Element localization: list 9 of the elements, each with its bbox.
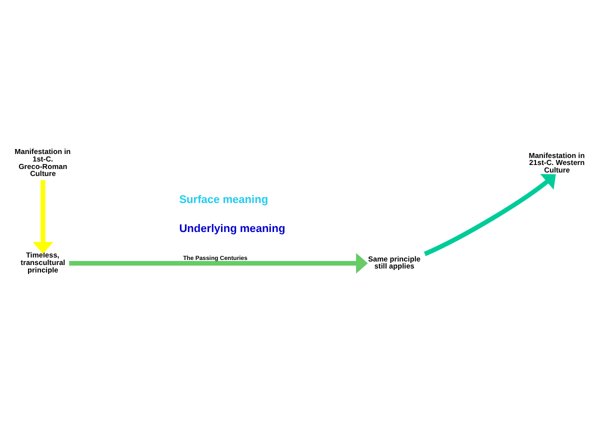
arrow (32, 180, 54, 254)
node-text: Manifestation in 1st-C. Greco-Roman Culture (14, 146, 71, 178)
node-text: Manifestation in 21st-C. Western Culture (528, 150, 585, 174)
node-text: Timeless, transcultural principle (20, 250, 66, 274)
label: Underlying meaning (179, 222, 286, 235)
arrow (424, 174, 556, 256)
arrow (69, 252, 368, 274)
label: Surface meaning (179, 194, 268, 206)
node-text: Same principle still applies (368, 254, 420, 270)
